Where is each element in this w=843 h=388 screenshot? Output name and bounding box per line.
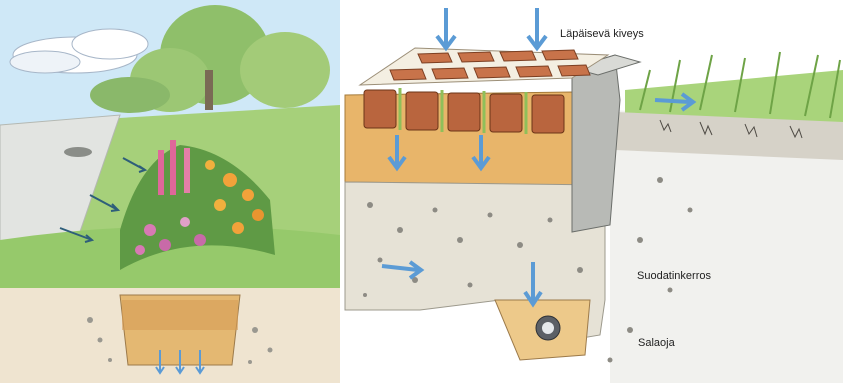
permeable-paving-svg — [340, 0, 843, 383]
pit-upper-layer — [122, 300, 238, 330]
manhole — [64, 147, 92, 157]
rain-arrow-icon — [437, 8, 546, 48]
drain-pipe-icon — [536, 316, 560, 340]
permeable-paving-illustration — [340, 0, 843, 383]
rain-garden-illustration — [0, 0, 340, 383]
filter-layer-label: Suodatinkerros — [637, 270, 711, 282]
permeable-paving-label: Läpäisevä kiveys — [560, 28, 644, 40]
rain-garden-svg — [0, 0, 340, 383]
drain-pipe-label: Salaoja — [638, 337, 675, 349]
